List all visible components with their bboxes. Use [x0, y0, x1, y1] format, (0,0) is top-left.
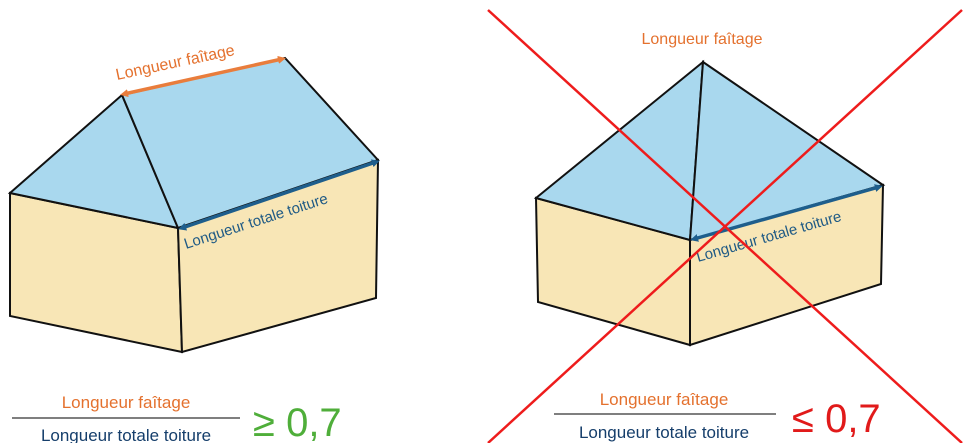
left-formula-denominator: Longueur totale toiture — [41, 426, 211, 443]
right-formula-threshold: ≤ 0,7 — [792, 397, 881, 441]
right-ratio-formula: Longueur faîtage Longueur totale toiture… — [554, 390, 881, 442]
left-formula-numerator: Longueur faîtage — [62, 393, 191, 412]
left-total-length-arrow — [178, 159, 380, 231]
left-ridge-arrow — [120, 55, 286, 98]
left-formula-threshold: ≥ 0,7 — [253, 401, 342, 443]
right-house: Longueur faîtage Longueur totale toiture — [533, 31, 886, 347]
right-total-length-arrow — [690, 184, 883, 242]
right-ridge-label: Longueur faîtage — [642, 31, 763, 48]
right-formula-numerator: Longueur faîtage — [600, 390, 729, 409]
right-formula-denominator: Longueur totale toiture — [579, 423, 749, 442]
left-ratio-formula: Longueur faîtage Longueur totale toiture… — [12, 393, 342, 443]
cross-line-up — [487, 9, 963, 443]
left-house: Longueur faîtage Longueur totale toiture — [7, 42, 380, 354]
invalid-cross-mark — [487, 9, 963, 443]
